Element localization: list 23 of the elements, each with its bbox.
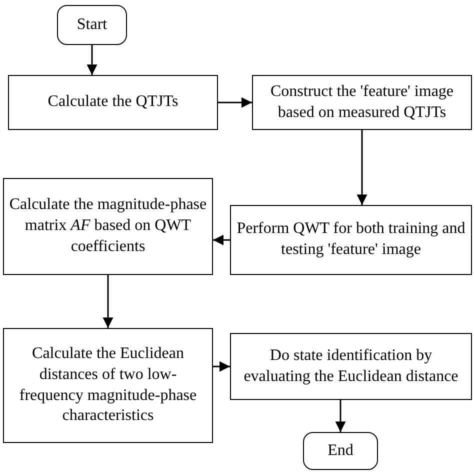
box-label: Start [76, 14, 108, 35]
arrow [218, 97, 252, 108]
process-box [8, 75, 218, 130]
arrow [213, 234, 230, 246]
process-box [252, 75, 472, 130]
box-label: End [328, 440, 354, 461]
process-box [230, 205, 472, 275]
arrow [335, 400, 346, 432]
box-label: Calculate the QTJTs [48, 92, 178, 112]
process-box [230, 333, 472, 400]
process-box [3, 178, 213, 275]
arrow [356, 130, 368, 205]
process-box [3, 328, 213, 443]
box-label: Do state identification by evaluating the Euclidean distance [242, 346, 460, 386]
arrow [213, 361, 230, 372]
box-label: Calculate the Euclidean distances of two low-frequency magnitude-phase characteristics [18, 344, 198, 426]
terminal-box [57, 5, 127, 45]
box-label: Perform QWT for both training and testing 'feature' image [236, 219, 466, 260]
box-label: Construct the 'feature' image based on measured QTJTs [269, 82, 455, 122]
box-label: Calculate the magnitude-phase matrix AF based on QWT coefficients [8, 195, 208, 257]
arrow [102, 275, 114, 328]
terminal-box [303, 432, 378, 470]
arrow [86, 45, 98, 75]
